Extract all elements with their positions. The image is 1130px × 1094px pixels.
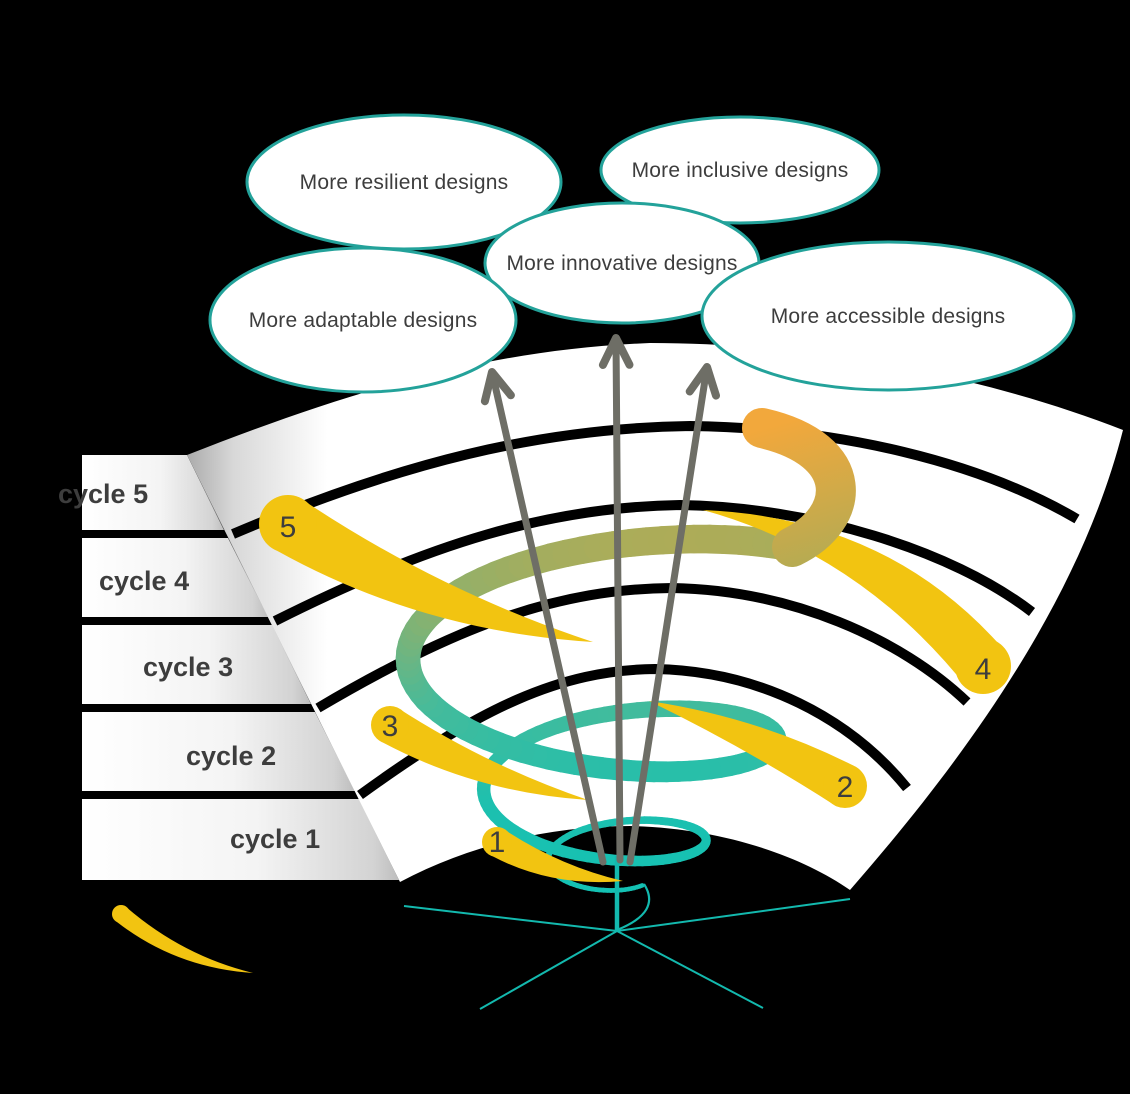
cycle-step-label: cycle 5: [58, 479, 148, 509]
comet-head: [955, 638, 1011, 694]
outcome-bubble: More adaptable designs: [208, 246, 518, 394]
cycle-comets: [112, 495, 1011, 973]
comet-head: [823, 764, 867, 808]
comet-head: [482, 827, 512, 857]
comet-swoosh: [117, 905, 253, 973]
cone-base-line: [616, 930, 764, 1009]
bubble-label: More innovative designs: [506, 252, 737, 275]
spiral-top-hook: [742, 408, 856, 567]
cycle-step-label: cycle 4: [99, 566, 189, 596]
comet: [259, 495, 593, 642]
cycle-step-label: cycle 2: [186, 741, 276, 771]
comet-numbers: 5 4 3 2 1: [280, 511, 992, 859]
arrowhead-icon: [685, 363, 720, 400]
comet-swoosh: [649, 701, 854, 807]
comet: [112, 905, 253, 973]
cycle-steps: [82, 455, 399, 880]
cycle-step-5: [82, 455, 224, 530]
comet-head: [371, 706, 409, 744]
cycle-step-4: [82, 538, 268, 617]
cone-base-line: [403, 905, 618, 932]
spiral-tail-curve: [616, 883, 651, 932]
comet-number: 4: [975, 653, 992, 686]
cycle-step-labels: cycle 5 cycle 4 cycle 3 cycle 2 cycle 1: [58, 479, 320, 854]
comet-swoosh: [492, 827, 623, 883]
cycle-step-label: cycle 1: [230, 824, 320, 854]
arrowhead-icon: [480, 368, 515, 406]
bubble-ellipse: [599, 115, 881, 225]
cycle-step-label: cycle 3: [143, 652, 233, 682]
bubble-label: More adaptable designs: [249, 309, 478, 332]
comet-number: 1: [489, 826, 506, 859]
comet-number: 2: [837, 771, 854, 804]
comet-number: 3: [382, 710, 399, 743]
comet-head: [259, 495, 317, 553]
bubble-ellipse: [700, 240, 1076, 392]
cycle-step-1: [82, 799, 399, 880]
bubble-label: More inclusive designs: [632, 159, 849, 182]
comet-head: [112, 905, 130, 923]
outcome-bubble: More resilient designs: [245, 113, 563, 251]
cycle-step-3: [82, 625, 311, 704]
cone-base-line: [616, 898, 851, 932]
cone-base-line: [479, 930, 618, 1010]
comet: [703, 510, 1011, 694]
up-arrow: [480, 368, 607, 866]
up-arrow: [598, 334, 634, 864]
outcome-bubble: More accessible designs: [700, 240, 1076, 392]
band-separator: [272, 499, 1036, 626]
outcome-bubbles: More resilient designs More inclusive de…: [208, 113, 1076, 394]
comet: [649, 701, 867, 808]
bubble-ellipse: [208, 246, 518, 394]
arrowhead-icon: [598, 334, 634, 369]
cone-base: [403, 856, 851, 1010]
comet-number: 5: [280, 511, 297, 544]
band-separator: [231, 420, 1080, 539]
cycle-step-2: [82, 712, 355, 791]
comet: [482, 827, 623, 883]
comet: [371, 706, 588, 800]
outcome-arrows: [480, 334, 720, 866]
comet-swoosh: [383, 707, 588, 800]
outcome-bubble: More inclusive designs: [599, 115, 881, 225]
bubble-label: More accessible designs: [771, 305, 1006, 328]
up-arrow: [626, 363, 720, 866]
bubble-label: More resilient designs: [300, 171, 509, 194]
